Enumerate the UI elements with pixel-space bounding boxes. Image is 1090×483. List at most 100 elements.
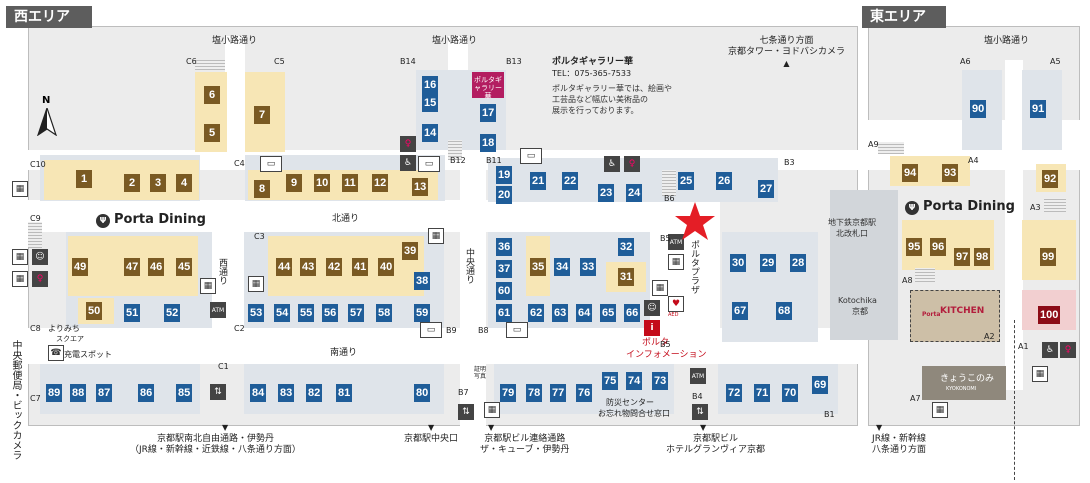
shop-number-36[interactable]: 36 [496, 238, 513, 256]
shop-number-5[interactable]: 5 [204, 124, 220, 142]
shop-number-45[interactable]: 45 [176, 258, 193, 276]
shop-number-28[interactable]: 28 [790, 254, 807, 272]
shop-number-63[interactable]: 63 [552, 304, 569, 322]
shop-number-26[interactable]: 26 [716, 172, 733, 190]
shop-number-65[interactable]: 65 [600, 304, 617, 322]
shop-number-86[interactable]: 86 [138, 384, 155, 402]
shop-number-52[interactable]: 52 [164, 304, 181, 322]
shop-number-18[interactable]: 18 [480, 134, 497, 152]
shop-number-60[interactable]: 60 [496, 282, 513, 300]
shop-number-98[interactable]: 98 [974, 248, 991, 266]
shop-number-8[interactable]: 8 [254, 180, 270, 198]
shop-number-44[interactable]: 44 [276, 258, 293, 276]
shop-number-17[interactable]: 17 [480, 104, 497, 122]
shop-number-55[interactable]: 55 [298, 304, 315, 322]
shop-number-13[interactable]: 13 [412, 178, 429, 196]
shop-number-87[interactable]: 87 [96, 384, 113, 402]
shop-number-12[interactable]: 12 [372, 174, 389, 192]
shop-number-19[interactable]: 19 [496, 166, 513, 184]
shop-number-84[interactable]: 84 [250, 384, 267, 402]
shop-number-70[interactable]: 70 [782, 384, 799, 402]
shop-number-32[interactable]: 32 [618, 238, 635, 256]
shop-number-92[interactable]: 92 [1042, 170, 1059, 188]
shop-number-33[interactable]: 33 [580, 258, 597, 276]
shop-number-74[interactable]: 74 [626, 372, 643, 390]
shop-number-47[interactable]: 47 [124, 258, 141, 276]
shop-number-80[interactable]: 80 [414, 384, 431, 402]
shop-number-30[interactable]: 30 [730, 254, 747, 272]
shop-number-77[interactable]: 77 [550, 384, 567, 402]
shop-number-11[interactable]: 11 [342, 174, 358, 192]
shop-number-16[interactable]: 16 [422, 76, 439, 94]
shop-number-27[interactable]: 27 [758, 180, 775, 198]
shop-number-82[interactable]: 82 [306, 384, 323, 402]
shop-number-51[interactable]: 51 [124, 304, 141, 322]
shop-number-31[interactable]: 31 [618, 268, 635, 286]
shop-number-54[interactable]: 54 [274, 304, 291, 322]
shop-number-1[interactable]: 1 [76, 170, 92, 188]
shop-number-29[interactable]: 29 [760, 254, 777, 272]
shop-number-59[interactable]: 59 [414, 304, 431, 322]
shop-number-49[interactable]: 49 [72, 258, 89, 276]
shop-number-46[interactable]: 46 [148, 258, 165, 276]
shop-number-2[interactable]: 2 [124, 174, 140, 192]
shop-number-57[interactable]: 57 [348, 304, 365, 322]
shop-number-10[interactable]: 10 [314, 174, 331, 192]
shop-number-71[interactable]: 71 [754, 384, 771, 402]
shop-number-73[interactable]: 73 [652, 372, 669, 390]
shop-number-22[interactable]: 22 [562, 172, 579, 190]
shop-number-95[interactable]: 95 [906, 238, 923, 256]
shop-number-85[interactable]: 85 [176, 384, 193, 402]
shop-number-91[interactable]: 91 [1030, 100, 1047, 118]
shop-number-99[interactable]: 99 [1040, 248, 1057, 266]
shop-number-3[interactable]: 3 [150, 174, 166, 192]
shop-number-21[interactable]: 21 [530, 172, 547, 190]
shop-number-37[interactable]: 37 [496, 260, 513, 278]
shop-number-88[interactable]: 88 [70, 384, 87, 402]
shop-number-69[interactable]: 69 [812, 376, 829, 394]
shop-number-78[interactable]: 78 [526, 384, 543, 402]
shop-number-68[interactable]: 68 [776, 302, 793, 320]
shop-number-15[interactable]: 15 [422, 94, 439, 112]
shop-number-100[interactable]: 100 [1038, 306, 1061, 324]
shop-number-7[interactable]: 7 [254, 106, 270, 124]
shop-number-42[interactable]: 42 [326, 258, 343, 276]
shop-number-6[interactable]: 6 [204, 86, 220, 104]
shop-number-9[interactable]: 9 [286, 174, 302, 192]
shop-number-34[interactable]: 34 [554, 258, 571, 276]
shop-number-83[interactable]: 83 [278, 384, 295, 402]
shop-number-4[interactable]: 4 [176, 174, 192, 192]
shop-number-66[interactable]: 66 [624, 304, 641, 322]
shop-number-40[interactable]: 40 [378, 258, 395, 276]
shop-number-97[interactable]: 97 [954, 248, 971, 266]
shop-number-61[interactable]: 61 [496, 304, 513, 322]
shop-number-93[interactable]: 93 [942, 164, 959, 182]
shop-number-89[interactable]: 89 [46, 384, 63, 402]
shop-number-90[interactable]: 90 [970, 100, 987, 118]
shop-number-96[interactable]: 96 [930, 238, 947, 256]
shop-number-41[interactable]: 41 [352, 258, 369, 276]
shop-number-72[interactable]: 72 [726, 384, 743, 402]
shop-number-14[interactable]: 14 [422, 124, 439, 142]
shop-number-56[interactable]: 56 [322, 304, 339, 322]
shop-number-24[interactable]: 24 [626, 184, 643, 202]
street-nishi: 西通り [217, 258, 227, 285]
shop-number-75[interactable]: 75 [602, 372, 619, 390]
shop-number-35[interactable]: 35 [530, 258, 547, 276]
shop-number-64[interactable]: 64 [576, 304, 593, 322]
shop-number-94[interactable]: 94 [902, 164, 919, 182]
shop-number-43[interactable]: 43 [300, 258, 317, 276]
shop-number-20[interactable]: 20 [496, 186, 513, 204]
shop-number-76[interactable]: 76 [576, 384, 593, 402]
shop-number-67[interactable]: 67 [732, 302, 749, 320]
shop-number-50[interactable]: 50 [86, 302, 103, 320]
shop-number-62[interactable]: 62 [528, 304, 545, 322]
shop-number-25[interactable]: 25 [678, 172, 695, 190]
shop-number-23[interactable]: 23 [598, 184, 615, 202]
shop-number-81[interactable]: 81 [336, 384, 353, 402]
shop-number-79[interactable]: 79 [500, 384, 517, 402]
shop-number-58[interactable]: 58 [376, 304, 393, 322]
shop-number-38[interactable]: 38 [414, 272, 431, 290]
shop-number-53[interactable]: 53 [248, 304, 265, 322]
shop-number-39[interactable]: 39 [402, 242, 419, 260]
